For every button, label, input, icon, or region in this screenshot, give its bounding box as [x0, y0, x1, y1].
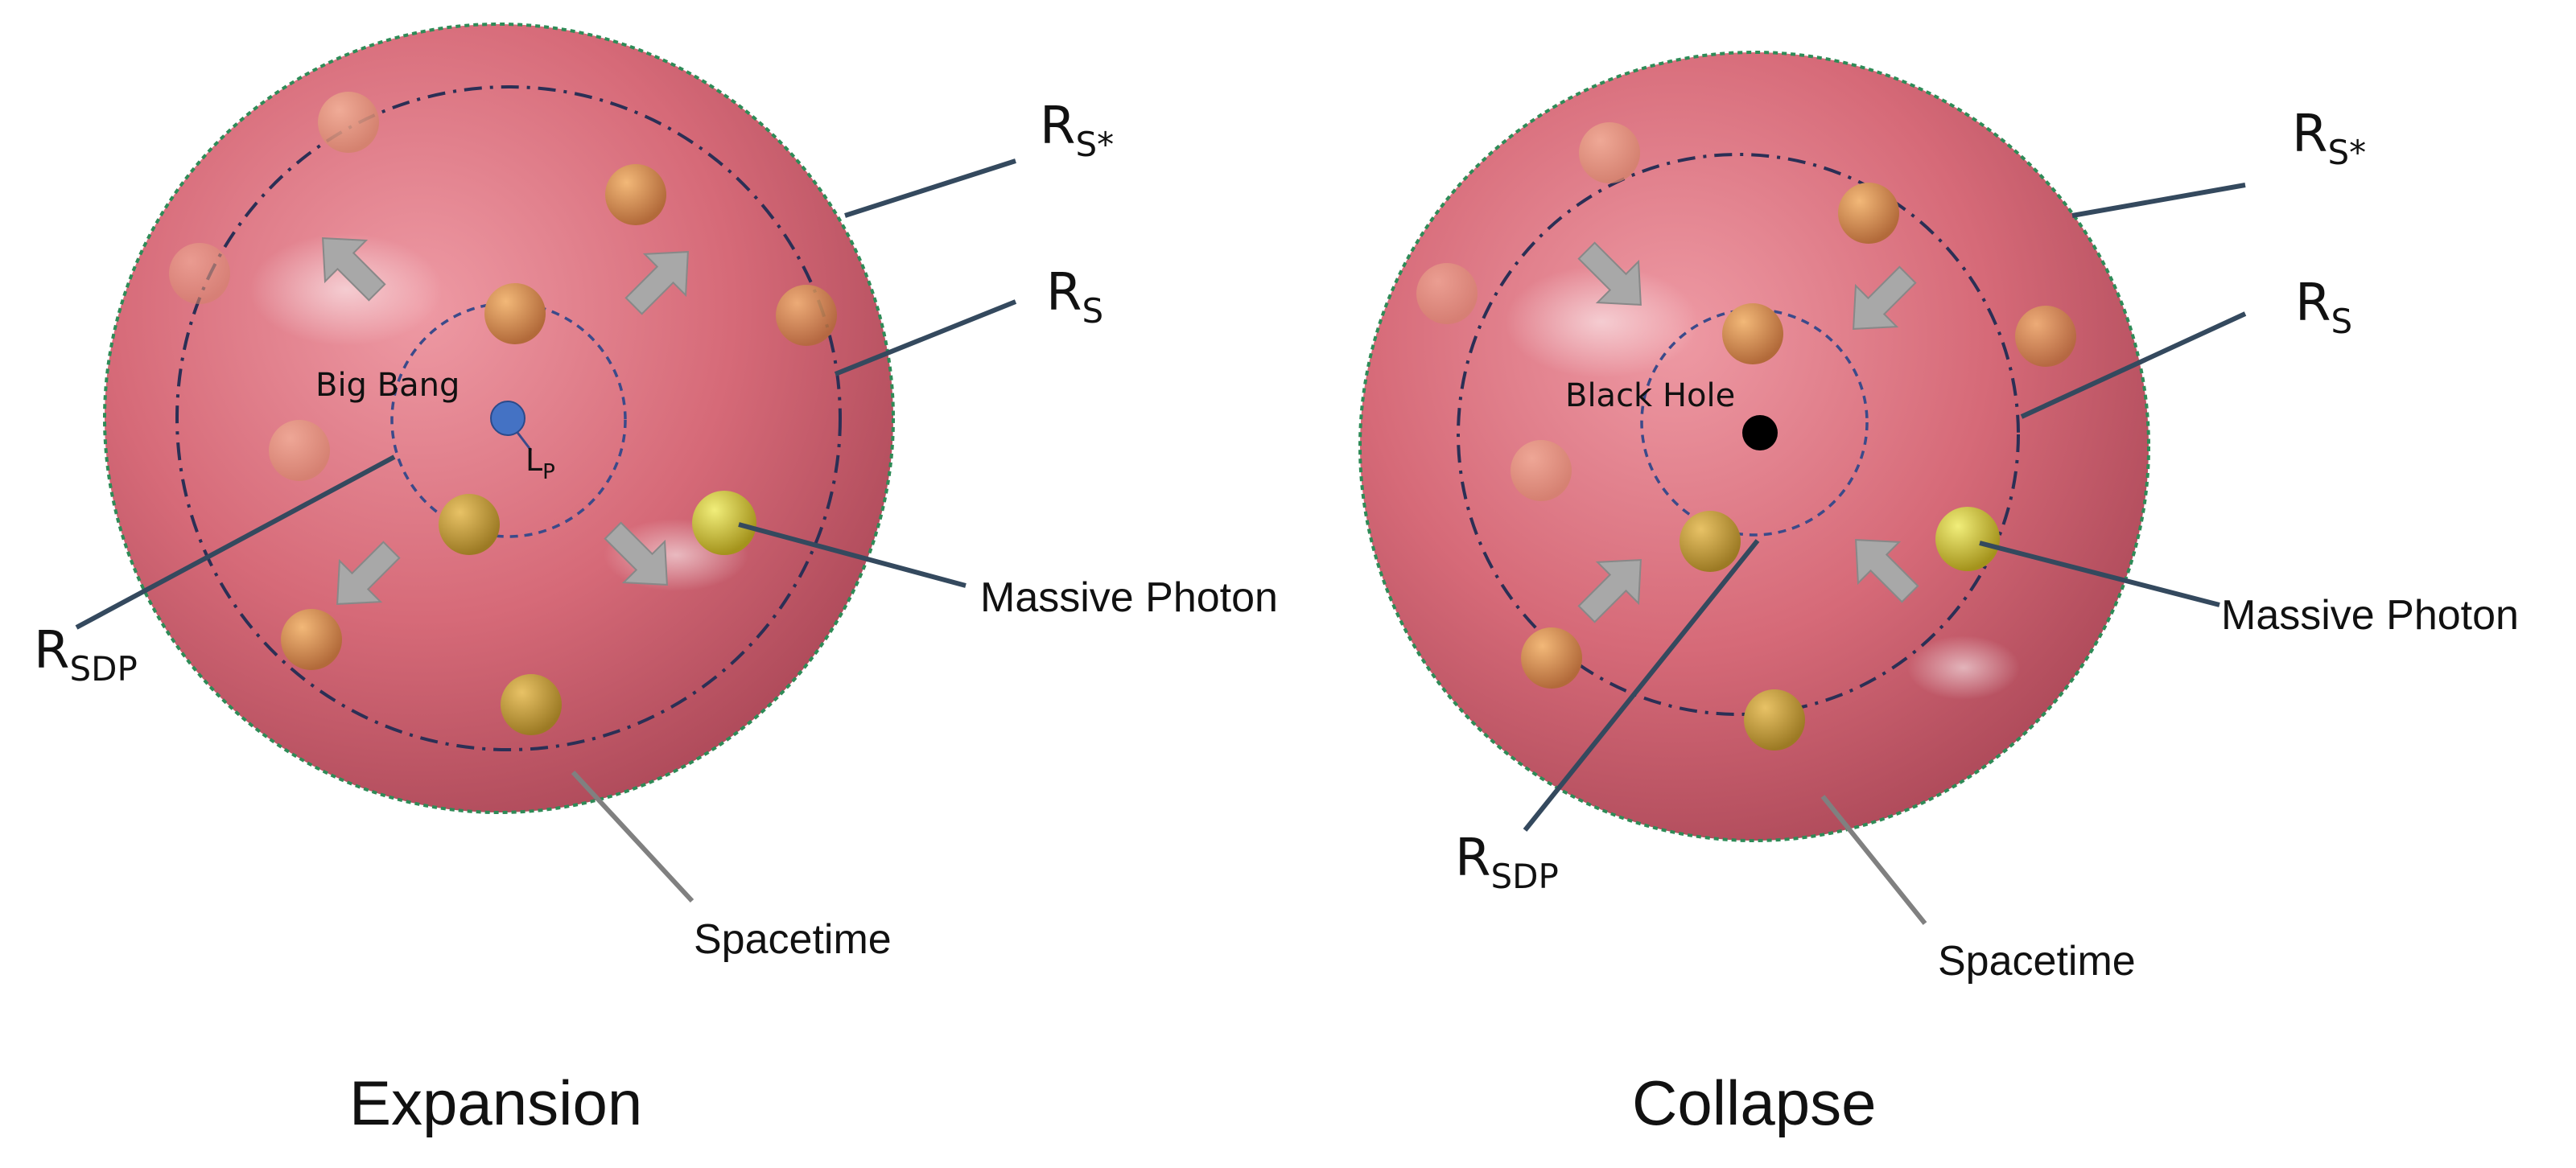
- rsdp-label: RSDP: [1455, 829, 1559, 896]
- leader-line: [75, 454, 396, 630]
- rs-dash-circle: [175, 85, 842, 751]
- massive-photon-particle: [501, 674, 562, 735]
- leader-line: [571, 770, 694, 903]
- leader-line: [1523, 539, 1760, 832]
- rs-star-label: RS*: [1040, 97, 1114, 164]
- massive-photon-particle: [605, 164, 666, 225]
- massive-photon-particle: [692, 491, 756, 555]
- sphere-highlight: [1907, 635, 2020, 700]
- rsdp-dash-circle: [1640, 308, 1869, 537]
- massive-photon-particle: [1511, 440, 1572, 501]
- leader-line: [844, 158, 1016, 218]
- massive-photon-particle: [2015, 306, 2076, 367]
- rs-star-label: RS*: [2292, 105, 2366, 172]
- big-bang-dot: [490, 401, 526, 436]
- spacetime-label: Spacetime: [1938, 938, 2136, 985]
- big-bang-label: Big Bang: [315, 367, 460, 404]
- planck-length-label: LP: [526, 442, 555, 484]
- massive-photon-particle: [281, 609, 342, 670]
- outward-arrow: [322, 237, 386, 302]
- rsdp-dash-circle: [390, 302, 627, 538]
- outward-arrow: [336, 541, 401, 605]
- rsdp-label: RSDP: [34, 621, 138, 689]
- leader-line: [2071, 183, 2246, 218]
- rs-label: RS: [1046, 263, 1103, 331]
- spacetime-label: Spacetime: [694, 916, 892, 963]
- leader-line: [2020, 311, 2247, 419]
- massive-photon-particle: [1416, 263, 1478, 324]
- leader-line: [738, 522, 967, 588]
- massive-photon-particle: [269, 420, 330, 481]
- outward-arrow: [624, 251, 689, 315]
- panel-caption: Expansion: [349, 1067, 642, 1138]
- massive-photon-particle: [1935, 507, 2000, 571]
- rs-label: RS: [2295, 273, 2352, 341]
- inward-arrow: [1853, 265, 1917, 330]
- massive-photon-particle: [169, 243, 230, 304]
- massive-photon-particle: [1521, 627, 1582, 689]
- massive-photon-particle: [439, 494, 500, 555]
- massive-photon-label: Massive Photon: [980, 574, 1278, 621]
- inward-arrow: [1577, 241, 1642, 306]
- black-hole-label: Black Hole: [1565, 377, 1735, 414]
- massive-photon-particle: [1680, 511, 1741, 572]
- massive-photon-particle: [1579, 122, 1640, 183]
- rs-dash-circle: [1457, 153, 2020, 716]
- massive-photon-particle: [484, 283, 546, 344]
- inward-arrow: [1577, 559, 1642, 623]
- expansion-panel: Big Bang LP RS* RS RSDP Massive Photon S…: [34, 23, 1278, 1138]
- leader-line: [834, 299, 1017, 376]
- leader-line: [1979, 541, 2220, 607]
- black-hole-dot: [1742, 415, 1778, 450]
- collapse-panel: Black Hole RS* RS RSDP Massive Photon Sp…: [1358, 51, 2519, 1138]
- massive-photon-particle: [318, 92, 379, 153]
- leader-line: [1820, 795, 1927, 925]
- massive-photon-label: Massive Photon: [2221, 592, 2519, 639]
- massive-photon-particle: [1744, 689, 1805, 751]
- outward-arrow: [604, 521, 668, 586]
- sphere-highlight: [249, 233, 443, 346]
- massive-photon-particle: [1838, 183, 1899, 244]
- massive-photon-particle: [1722, 303, 1783, 364]
- massive-photon-particle: [776, 285, 837, 346]
- sphere-highlight: [1505, 265, 1698, 378]
- inward-arrow: [1855, 539, 1919, 603]
- panel-caption: Collapse: [1632, 1067, 1877, 1138]
